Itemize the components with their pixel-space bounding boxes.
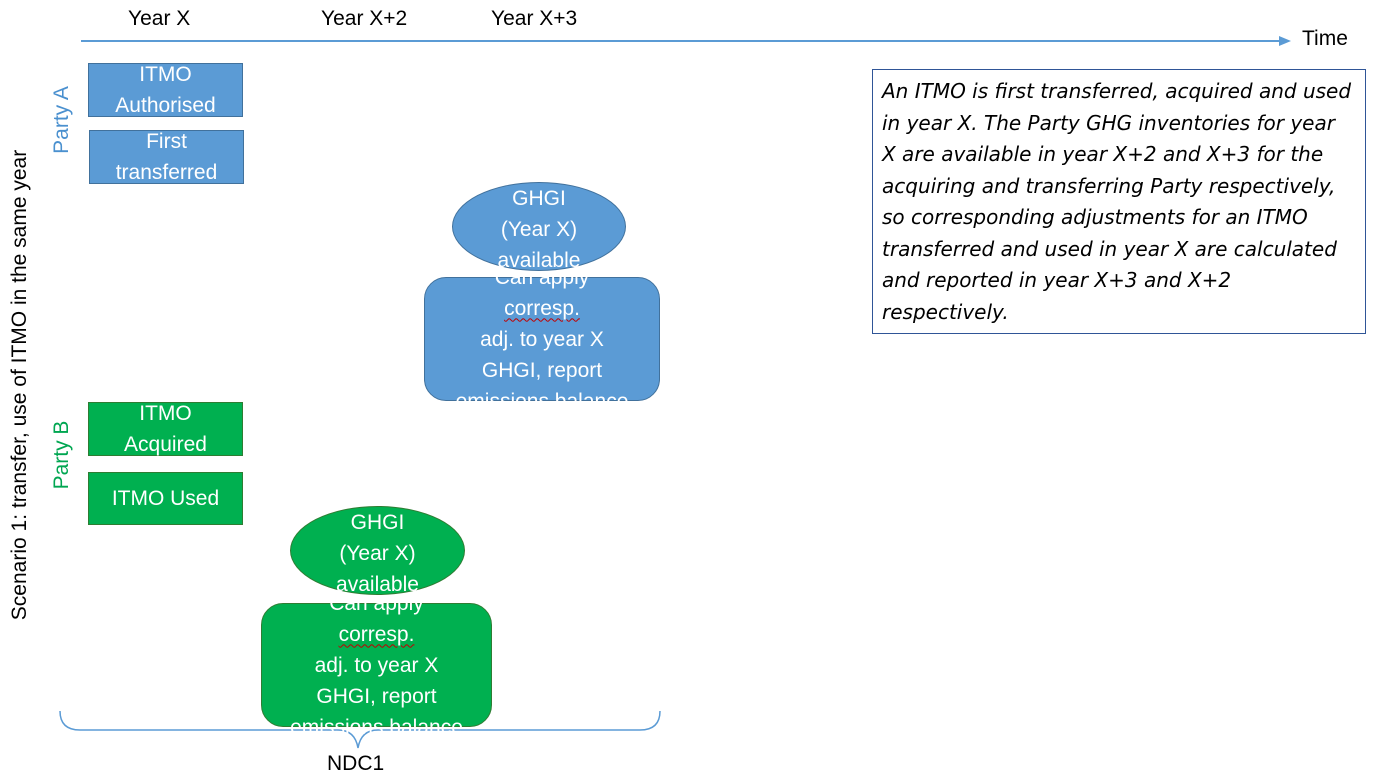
corresp-text: Can apply corresp. [456,262,629,324]
box-line: First [146,130,187,153]
box-line-corresp: Can apply corresp. [456,262,629,324]
party-b-apply-adjustment-box: Can apply corresp. adj. to year X GHGI, … [261,592,492,739]
first-transferred-box: First transferred [89,130,244,184]
box-line: emissions balance [455,389,629,413]
box-line: (Year X) [500,218,578,241]
spellcheck-word: corresp. [504,296,580,320]
party-b-ghgi-ellipse: GHGI (Year X) available [290,506,465,596]
explanation-textbox: An ITMO is first transferred, acquired a… [872,69,1366,334]
box-line-corresp: Can apply corresp. [290,588,463,650]
itmo-authorised-box: ITMO Authorised [88,63,243,117]
party-b-label: Party B [50,420,73,490]
party-a-apply-adjustment-box: Can apply corresp. adj. to year X GHGI, … [424,266,660,413]
scenario-label: Scenario 1: transfer, use of ITMO in the… [8,149,31,621]
time-label: Time [1302,27,1348,50]
box-line: (Year X) [339,542,416,565]
year-x-plus-2-label: Year X+2 [321,7,408,30]
corresp-text: Can apply corresp. [290,588,463,650]
year-x-plus-3-label: Year X+3 [491,7,578,30]
time-axis-arrowhead [1279,36,1291,46]
box-line: ITMO [139,402,192,425]
box-line: ITMO [139,63,192,86]
spellcheck-word: corresp. [338,622,415,646]
party-a-ghgi-ellipse: GHGI (Year X) available [452,182,626,272]
box-line: GHGI [350,511,405,534]
ndc-label: NDC1 [327,752,385,775]
box-line: GHGI [512,187,566,210]
box-line: GHGI, report [316,684,437,708]
box-line: available [336,573,419,596]
itmo-acquired-box: ITMO Acquired [88,402,243,456]
party-a-label: Party A [50,86,73,154]
box-line: Acquired [124,433,207,456]
box-line: adj. to year X [314,653,439,677]
year-x-label: Year X [128,7,191,30]
box-line: available [497,249,581,272]
box-line: transferred [115,161,218,184]
box-line: adj. to year X [480,327,604,351]
box-line: Authorised [115,94,216,117]
box-line: GHGI, report [481,358,603,382]
box-line: ITMO Used [111,487,220,510]
ndc-brace [59,710,661,749]
itmo-used-box: ITMO Used [88,472,243,525]
box-line: emissions balance [290,715,463,739]
